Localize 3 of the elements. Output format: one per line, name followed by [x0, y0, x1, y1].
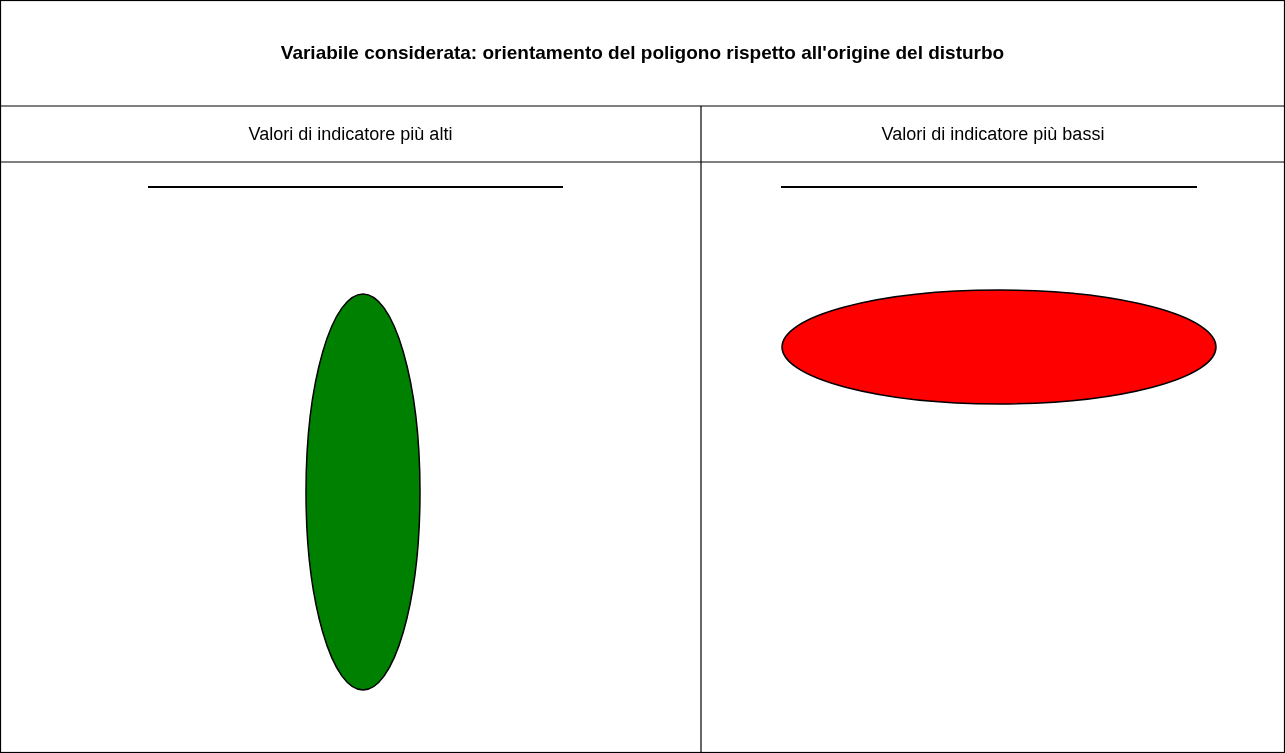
column-header: Valori di indicatore più bassi [881, 123, 1105, 145]
table-header: Variabile considerata: orientamento del poligono rispetto all'origine del disturbo [280, 42, 1005, 64]
column-header: Valori di indicatore più alti [248, 123, 453, 145]
